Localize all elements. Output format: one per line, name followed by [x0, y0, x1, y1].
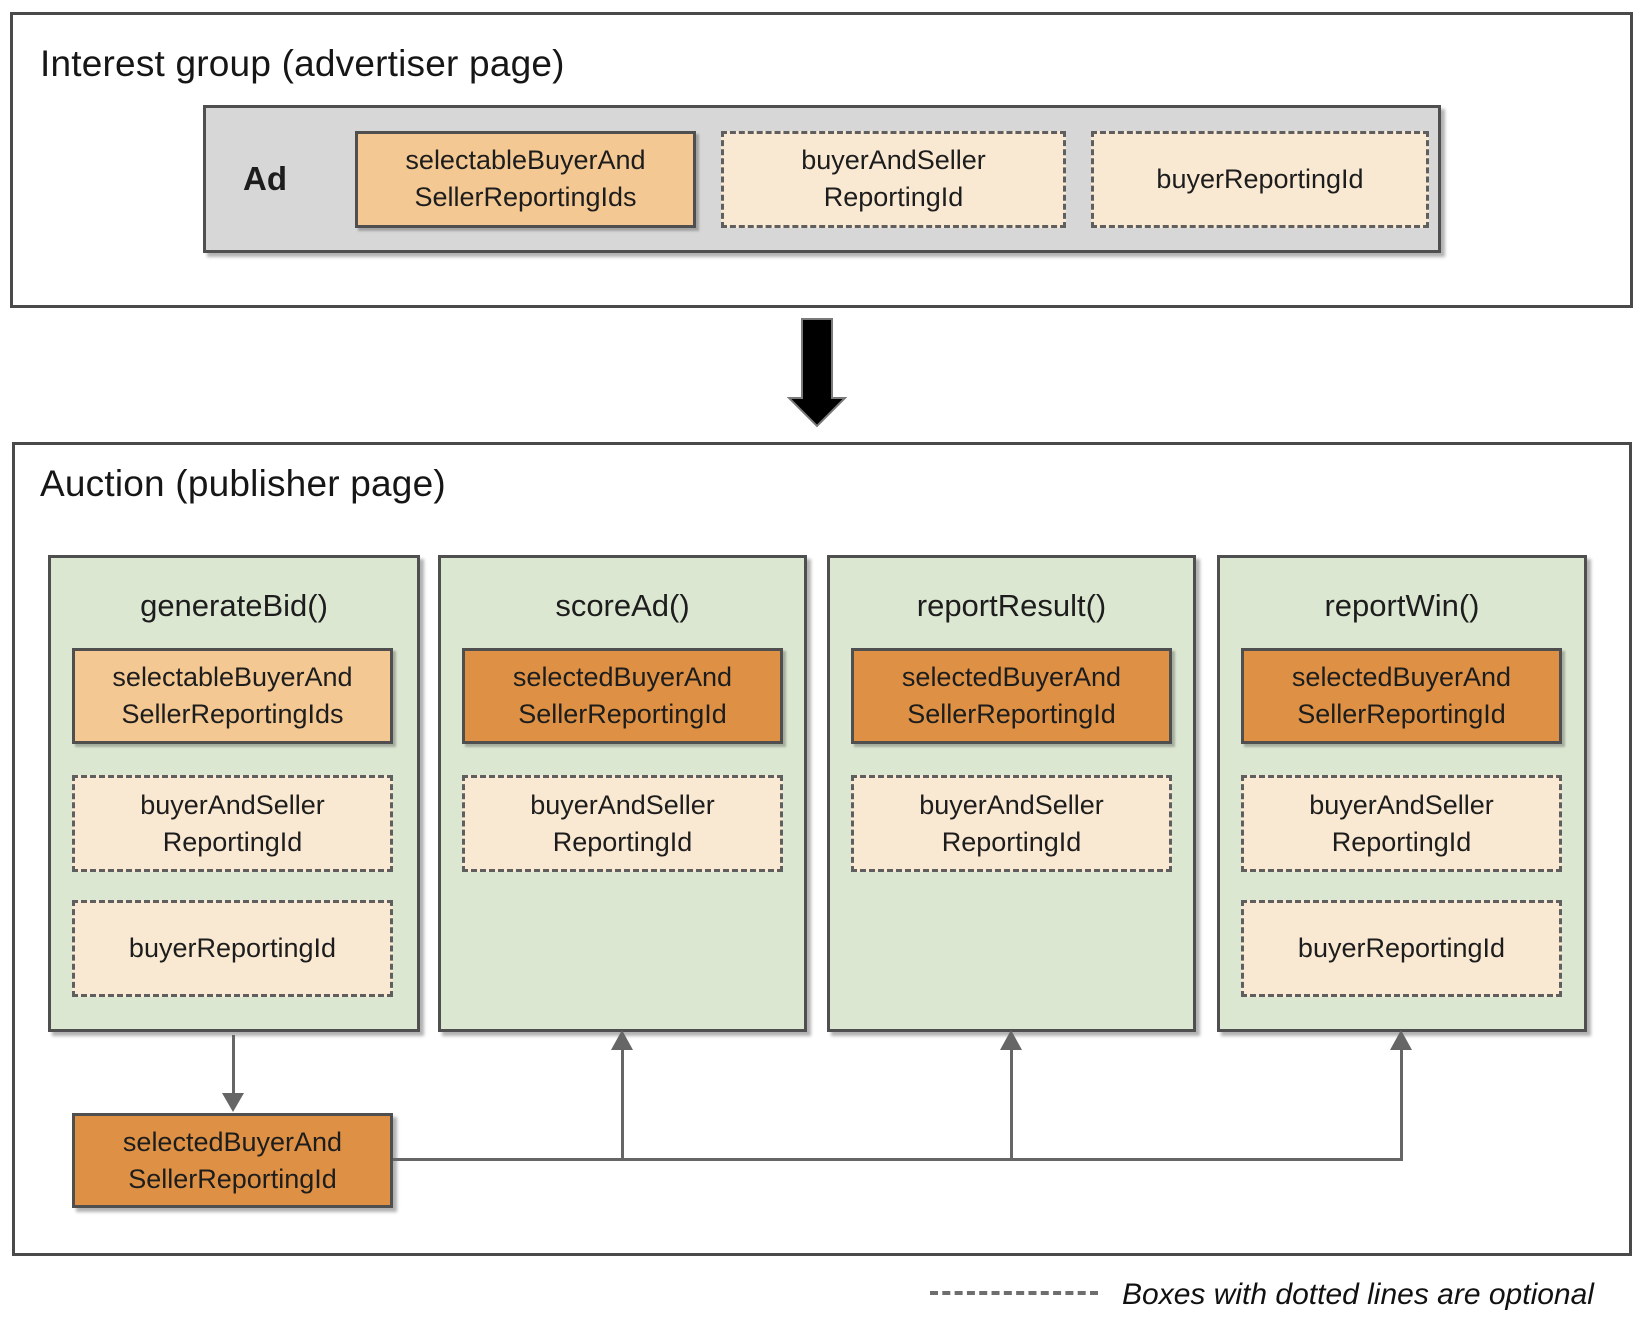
box-line: SellerReportingId	[907, 699, 1116, 729]
box-line: ReportingId	[1331, 826, 1472, 857]
column-heading: reportResult()	[916, 588, 1107, 623]
connector-output-horizontal	[393, 1158, 1403, 1161]
connector-to-report-win	[1400, 1048, 1403, 1160]
column-heading: reportWin()	[1324, 588, 1480, 623]
box-selected-buyer-and-seller-reporting-id: selectedBuyerAnd SellerReportingId	[462, 648, 783, 744]
box-buyer-and-seller-reporting-id: buyerAndSeller ReportingId	[721, 130, 1066, 228]
box-line: selectableBuyerAnd	[405, 145, 646, 175]
arrowhead-down-icon	[222, 1093, 244, 1112]
box-line: SellerReportingId	[128, 1163, 337, 1194]
box-buyer-and-seller-reporting-id: buyerAndSeller ReportingId	[72, 775, 393, 872]
box-line: buyerReportingId	[128, 933, 337, 963]
box-line: selectedBuyerAnd	[122, 1126, 343, 1157]
box-line: selectedBuyerAnd	[512, 662, 733, 692]
box-line: buyerReportingId	[1156, 163, 1364, 194]
box-line: SellerReportingId	[1297, 699, 1506, 729]
box-selected-buyer-and-seller-reporting-id: selectedBuyerAnd SellerReportingId	[1241, 648, 1562, 744]
arrowhead-up-icon	[1000, 1030, 1022, 1050]
column-report-win: reportWin() selectedBuyerAnd SellerRepor…	[1217, 555, 1587, 1032]
column-generate-bid: generateBid() selectableBuyerAnd SellerR…	[48, 555, 420, 1032]
box-selectable-buyer-and-seller-reporting-ids: selectableBuyerAnd SellerReportingIds	[72, 648, 393, 744]
legend-dashed-line-icon	[930, 1291, 1098, 1295]
ad-label: Ad	[243, 160, 287, 197]
box-line: SellerReportingIds	[414, 182, 637, 212]
connector-to-score-ad	[621, 1048, 624, 1160]
box-line: ReportingId	[823, 182, 964, 212]
box-line: buyerAndSeller	[919, 789, 1104, 820]
box-buyer-reporting-id: buyerReportingId	[1241, 900, 1562, 997]
column-score-ad: scoreAd() selectedBuyerAnd SellerReporti…	[438, 555, 807, 1032]
connector-to-report-result	[1010, 1048, 1013, 1160]
box-line: selectableBuyerAnd	[112, 662, 353, 692]
arrowhead-up-icon	[1390, 1030, 1412, 1050]
column-heading: scoreAd()	[555, 588, 690, 623]
legend-label: Boxes with dotted lines are optional	[1122, 1278, 1594, 1311]
box-line: ReportingId	[941, 826, 1082, 857]
box-buyer-and-seller-reporting-id: buyerAndSeller ReportingId	[462, 775, 783, 872]
arrowhead-up-icon	[611, 1030, 633, 1050]
box-selectable-buyer-and-seller-reporting-ids: selectableBuyerAnd SellerReportingIds	[355, 130, 696, 228]
flow-down-arrow-icon	[787, 318, 847, 428]
interest-group-title: Interest group (advertiser page)	[40, 43, 565, 84]
box-line: buyerAndSeller	[140, 789, 325, 820]
box-buyer-and-seller-reporting-id: buyerAndSeller ReportingId	[1241, 775, 1562, 872]
box-line: selectedBuyerAnd	[901, 662, 1122, 692]
box-line: buyerReportingId	[1297, 933, 1506, 963]
column-report-result: reportResult() selectedBuyerAnd SellerRe…	[827, 555, 1196, 1032]
box-line: buyerAndSeller	[530, 789, 715, 820]
connector-generate-bid-to-output	[232, 1035, 235, 1095]
box-line: ReportingId	[162, 826, 303, 857]
box-selected-buyer-and-seller-reporting-id-output: selectedBuyerAnd SellerReportingId	[72, 1113, 393, 1208]
box-line: ReportingId	[552, 826, 693, 857]
box-buyer-reporting-id: buyerReportingId	[1091, 130, 1429, 228]
auction-title: Auction (publisher page)	[40, 463, 446, 504]
box-line: selectedBuyerAnd	[1291, 662, 1512, 692]
column-heading: generateBid()	[140, 588, 328, 623]
box-buyer-and-seller-reporting-id: buyerAndSeller ReportingId	[851, 775, 1172, 872]
box-line: buyerAndSeller	[1309, 789, 1494, 820]
ad-container: Ad selectableBuyerAnd SellerReportingIds…	[203, 105, 1441, 253]
box-line: SellerReportingIds	[121, 699, 344, 729]
box-line: buyerAndSeller	[801, 145, 986, 175]
box-line: SellerReportingId	[518, 699, 727, 729]
box-selected-buyer-and-seller-reporting-id: selectedBuyerAnd SellerReportingId	[851, 648, 1172, 744]
box-buyer-reporting-id: buyerReportingId	[72, 900, 393, 997]
